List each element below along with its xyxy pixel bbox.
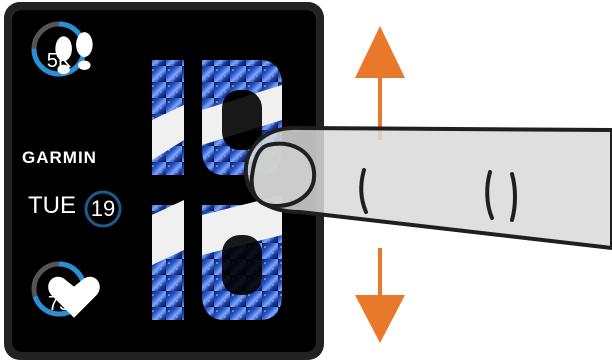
date-day-value: 19 bbox=[90, 196, 116, 221]
date-day-badge: 19 bbox=[82, 188, 124, 230]
watch-device: 5K GARMIN TUE 19 75 bbox=[4, 2, 324, 360]
brand-logo-text: GARMIN bbox=[22, 148, 97, 167]
swipe-down-arrow-icon bbox=[355, 248, 405, 343]
watch-screen[interactable]: 5K GARMIN TUE 19 75 bbox=[12, 10, 316, 352]
time-display: 10 10 bbox=[150, 50, 312, 340]
heart-rate-widget[interactable]: 75 bbox=[30, 260, 100, 318]
swipe-up-arrow-icon bbox=[355, 26, 405, 140]
time-hours: 10 bbox=[152, 60, 282, 175]
steps-widget[interactable]: 5K bbox=[30, 20, 93, 78]
heart-rate-value: 75 bbox=[47, 293, 71, 315]
date-weekday: TUE bbox=[28, 192, 76, 219]
steps-value: 5K bbox=[46, 50, 72, 72]
footsteps-icon bbox=[45, 28, 93, 75]
heart-icon bbox=[45, 268, 100, 318]
time-minutes: 10 bbox=[152, 195, 282, 320]
